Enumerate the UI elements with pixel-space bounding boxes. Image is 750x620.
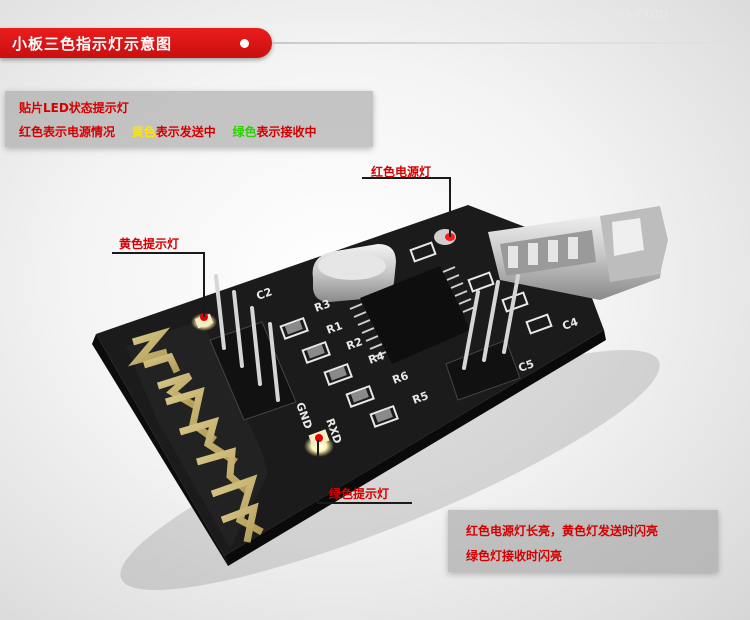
page-title: 小板三色指示灯示意图 <box>12 35 173 53</box>
label-c4: C4 <box>561 315 581 333</box>
logo-area <box>126 320 268 548</box>
leader-green <box>317 440 412 504</box>
label-r6: R6 <box>391 369 411 387</box>
label-r2: R2 <box>345 335 365 353</box>
label-r1: R1 <box>325 319 345 337</box>
main-ic-chip <box>349 266 476 364</box>
led-legend-description: 红色表示电源情况 黄色表示发送中 绿色表示接收中 <box>19 123 317 140</box>
leader-power <box>362 177 451 237</box>
leader-yellow <box>112 252 205 317</box>
label-r5: R5 <box>411 389 431 407</box>
title-banner: 小板三色指示灯示意图 <box>0 28 272 58</box>
crystal-oscillator <box>312 244 396 302</box>
banner-dot-icon <box>240 39 249 48</box>
led-behavior-line1: 红色电源灯长亮，黄色灯发送时闪亮 <box>466 524 659 538</box>
led-legend-title: 贴片LED状态提示灯 <box>19 101 129 115</box>
callout-green-led: 绿色提示灯 <box>329 487 390 501</box>
legend-yellow-word: 黄色 <box>131 125 156 139</box>
label-c2: C2 <box>255 285 274 303</box>
pin-header-right <box>445 274 521 401</box>
pin-header-left <box>209 274 297 421</box>
callout-yellow-led: 黄色提示灯 <box>119 237 180 251</box>
usb-connector <box>488 206 668 300</box>
header-divider <box>272 42 750 44</box>
callout-power-led: 红色电源灯 <box>371 165 432 179</box>
legend-sending-text: 表示发送中 <box>155 125 216 139</box>
smd-components <box>279 241 553 428</box>
label-r4: R4 <box>367 349 387 367</box>
power-led <box>434 229 456 245</box>
led-behavior-box: 红色电源灯长亮，黄色灯发送时闪亮 绿色灯接收时闪亮 <box>448 510 718 572</box>
legend-power-text: 红色表示电源情况 <box>19 125 116 139</box>
watermark: www.taobao.com <box>533 4 670 22</box>
label-c5: C5 <box>517 357 536 375</box>
led-behavior-line2: 绿色灯接收时闪亮 <box>466 549 563 563</box>
legend-green-word: 绿色 <box>232 125 257 139</box>
callout-lines <box>112 177 451 504</box>
legend-receiving-text: 表示接收中 <box>256 125 317 139</box>
led-legend-box: 贴片LED状态提示灯 红色表示电源情况 黄色表示发送中 绿色表示接收中 <box>5 91 373 147</box>
label-r3: R3 <box>313 297 333 315</box>
zrtech-logo <box>128 327 264 543</box>
